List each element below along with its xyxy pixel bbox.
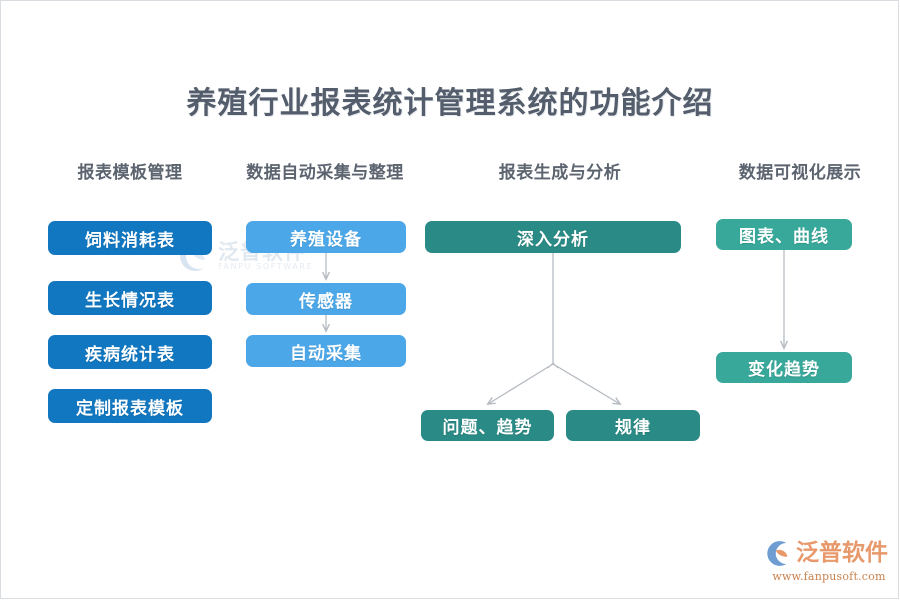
node-charts-curves[interactable]: 图表、曲线 (716, 219, 852, 250)
node-growth-status-table[interactable]: 生长情况表 (48, 281, 212, 315)
page-title: 养殖行业报表统计管理系统的功能介绍 (186, 86, 714, 121)
brand-url: www.fanpusoft.com (772, 569, 886, 583)
brand-logo-row: 泛普软件 (766, 540, 892, 567)
node-auto-collection[interactable]: 自动采集 (246, 335, 406, 367)
node-disease-statistics-table[interactable]: 疾病统计表 (48, 335, 212, 369)
node-patterns[interactable]: 规律 (566, 410, 700, 441)
node-breeding-equipment[interactable]: 养殖设备 (246, 221, 406, 253)
column-header-visualization: 数据可视化展示 (738, 163, 862, 183)
node-sensor[interactable]: 传感器 (246, 283, 406, 315)
watermark-en-text: FANPU SOFTWARE (218, 261, 314, 271)
fanpu-logo-icon (767, 540, 788, 566)
node-problems-trends[interactable]: 问题、趋势 (421, 410, 554, 441)
brand-name: 泛普软件 (796, 539, 888, 566)
node-in-depth-analysis[interactable]: 深入分析 (425, 221, 681, 253)
node-feed-consumption-table[interactable]: 饲料消耗表 (48, 221, 212, 255)
column-header-data-collection: 数据自动采集与整理 (246, 163, 404, 183)
column-header-report-analysis: 报表生成与分析 (498, 163, 622, 183)
column-header-report-template: 报表模板管理 (77, 163, 183, 183)
brand-logo: 泛普软件 www.fanpusoft.com (766, 538, 892, 584)
node-change-trend[interactable]: 变化趋势 (716, 352, 852, 383)
node-custom-report-template[interactable]: 定制报表模板 (48, 389, 212, 423)
